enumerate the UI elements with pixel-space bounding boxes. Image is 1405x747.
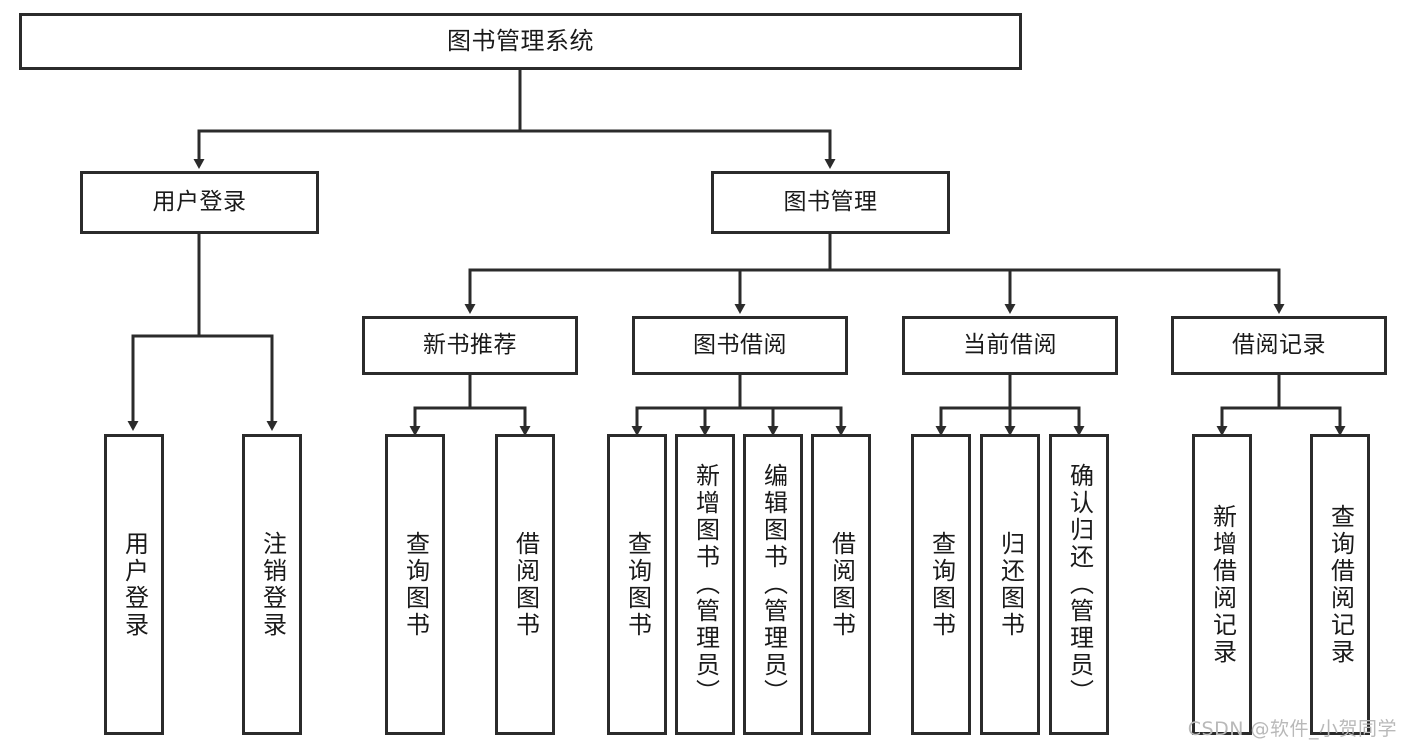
leaf-query-book-2[interactable]: 查询图书: [607, 434, 667, 735]
leaf-borrow-book-1[interactable]: 借阅图书: [495, 434, 555, 735]
node-label: 借阅图书: [511, 530, 540, 639]
watermark-label: CSDN @软件_小贺同学: [1187, 718, 1397, 740]
leaf-query-record[interactable]: 查询借阅记录: [1310, 434, 1370, 735]
node-user-login[interactable]: 用户登录: [80, 171, 319, 234]
node-label: 借阅记录: [1232, 331, 1326, 358]
node-label: 确认归还（管理员）: [1065, 463, 1094, 706]
leaf-user-login[interactable]: 用户登录: [104, 434, 164, 735]
node-book-borrow[interactable]: 图书借阅: [632, 316, 848, 375]
node-book-manage[interactable]: 图书管理: [711, 171, 950, 234]
node-label: 图书管理: [783, 188, 878, 215]
node-label: 新书推荐: [423, 331, 517, 358]
node-label: 新增借阅记录: [1208, 503, 1237, 666]
node-root-system[interactable]: 图书管理系统: [19, 13, 1022, 70]
node-label: 查询图书: [927, 530, 956, 639]
leaf-query-book-1[interactable]: 查询图书: [385, 434, 445, 735]
node-label: 用户登录: [152, 188, 247, 215]
node-label: 图书管理系统: [447, 27, 594, 56]
leaf-edit-book[interactable]: 编辑图书（管理员）: [743, 434, 803, 735]
node-label: 查询借阅记录: [1326, 503, 1355, 666]
node-label: 查询图书: [623, 530, 652, 639]
node-label: 当前借阅: [963, 331, 1057, 358]
leaf-add-book[interactable]: 新增图书（管理员）: [675, 434, 735, 735]
node-new-book-recommend[interactable]: 新书推荐: [362, 316, 578, 375]
node-label: 借阅图书: [827, 530, 856, 639]
node-label: 归还图书: [996, 530, 1025, 639]
leaf-logout-login[interactable]: 注销登录: [242, 434, 302, 735]
leaf-confirm-return[interactable]: 确认归还（管理员）: [1049, 434, 1109, 735]
node-borrow-record[interactable]: 借阅记录: [1171, 316, 1387, 375]
node-label: 图书借阅: [693, 331, 787, 358]
leaf-return-book[interactable]: 归还图书: [980, 434, 1040, 735]
leaf-query-book-3[interactable]: 查询图书: [911, 434, 971, 735]
node-label: 查询图书: [401, 530, 430, 639]
leaf-borrow-book-2[interactable]: 借阅图书: [811, 434, 871, 735]
node-label: 用户登录: [120, 530, 149, 639]
node-current-borrow[interactable]: 当前借阅: [902, 316, 1118, 375]
node-label: 编辑图书（管理员）: [759, 463, 788, 706]
leaf-add-record[interactable]: 新增借阅记录: [1192, 434, 1252, 735]
node-label: 新增图书（管理员）: [691, 463, 720, 706]
node-label: 注销登录: [258, 530, 287, 639]
